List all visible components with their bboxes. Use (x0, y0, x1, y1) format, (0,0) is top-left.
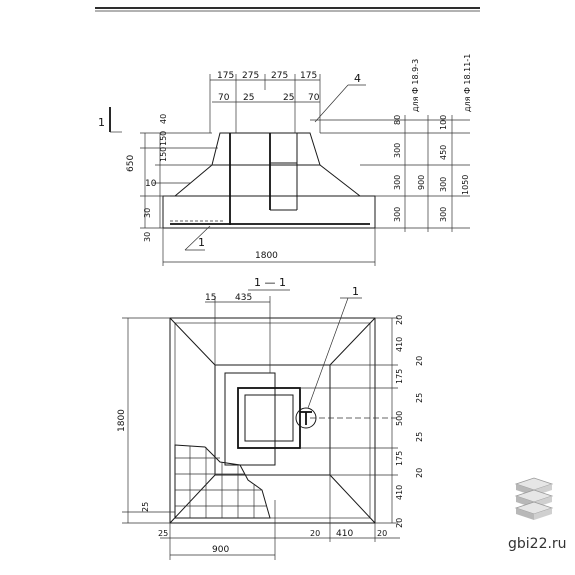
plan-r-410a: 410 (395, 337, 404, 352)
plan-dim-15: 15 (205, 293, 216, 303)
plan-socket-inner (244, 394, 294, 442)
plan-b-25: 25 (158, 529, 168, 538)
dim-left-30b: 30 (143, 232, 152, 242)
dim-left-650: 650 (126, 155, 136, 172)
plan-outer-inner (174, 322, 371, 519)
dim-inner-4: 70 (308, 93, 320, 103)
diag-br (329, 474, 376, 524)
plan-r-500: 500 (395, 411, 404, 426)
dim-right-1050: 1050 (461, 175, 470, 195)
detail-circle (295, 407, 317, 429)
plan-dim-435: 435 (235, 293, 252, 303)
dim-top-2: 275 (242, 71, 259, 81)
callout-10: 10 (145, 179, 157, 189)
dim-right-300b: 300 (393, 175, 402, 190)
dim-right-450: 450 (439, 145, 448, 160)
elevation-view: 175 275 275 175 70 25 25 70 4 1 650 40 1… (98, 54, 472, 266)
stacked-slabs-icon (514, 477, 554, 520)
cutout-area (174, 444, 271, 519)
dim-left-40: 40 (159, 114, 168, 124)
plan-outer (169, 317, 376, 524)
callout-4-leader (314, 84, 349, 123)
callout-1: 1 (198, 236, 205, 249)
plan-r-25a: 25 (415, 393, 424, 403)
plan-callout-1: 1 (352, 285, 359, 298)
plan-dim-1800: 1800 (117, 409, 127, 432)
plan-r-25b: 25 (415, 432, 424, 442)
diag-tl (169, 317, 216, 366)
dim-top-3: 275 (271, 71, 288, 81)
dim-bottom-1800: 1800 (255, 251, 278, 261)
section-mark-left: 1 (98, 116, 105, 129)
dim-left-150a: 150 (159, 131, 168, 146)
dim-inner-1: 70 (218, 93, 230, 103)
plan-middle-step (214, 364, 331, 476)
dim-right-300e: 300 (439, 207, 448, 222)
dim-top-1: 175 (217, 71, 234, 81)
callout-4: 4 (354, 72, 361, 85)
plan-r-175a: 175 (395, 369, 404, 384)
diag-bl (169, 474, 216, 524)
plan-upper-step (224, 372, 276, 466)
diag-tr (329, 317, 376, 366)
plan-r-20a: 20 (395, 315, 404, 325)
middle-step (174, 164, 361, 197)
plan-socket (237, 387, 301, 449)
plan-callout-leader (307, 297, 349, 409)
dim-right-80: 80 (393, 115, 402, 125)
plan-r-410b: 410 (395, 485, 404, 500)
site-watermark: gbi22.ru (508, 536, 567, 552)
plan-r-175b: 175 (395, 451, 404, 466)
plan-r-20c: 20 (415, 468, 424, 478)
label-right-col-2: для Ф 18.11-1 (463, 54, 472, 112)
dim-right-100: 100 (439, 115, 448, 130)
upper-step (211, 132, 321, 166)
plan-r-20b: 20 (415, 356, 424, 366)
plan-b-900: 900 (212, 545, 229, 555)
dim-right-300d: 300 (439, 177, 448, 192)
callout-1-leader (184, 225, 211, 251)
dim-left-150b: 150 (159, 147, 168, 162)
dim-right-900: 900 (417, 175, 426, 190)
dim-right-300c: 300 (393, 207, 402, 222)
plan-b-20b: 20 (377, 529, 387, 538)
plan-b-410: 410 (336, 529, 353, 539)
dim-right-300a: 300 (393, 143, 402, 158)
plan-view: 1 — 1 1 (117, 276, 424, 560)
dim-inner-3: 25 (283, 93, 294, 103)
plan-b-20a: 20 (310, 529, 320, 538)
dim-inner-2: 25 (243, 93, 254, 103)
dim-top-4: 175 (300, 71, 317, 81)
dim-left-30a: 30 (143, 208, 152, 218)
plan-r-20d: 20 (395, 518, 404, 528)
section-title: 1 — 1 (254, 276, 286, 289)
plan-dim-25-left: 25 (141, 502, 150, 512)
label-right-col-1: для Ф 18.9-3 (411, 59, 420, 112)
